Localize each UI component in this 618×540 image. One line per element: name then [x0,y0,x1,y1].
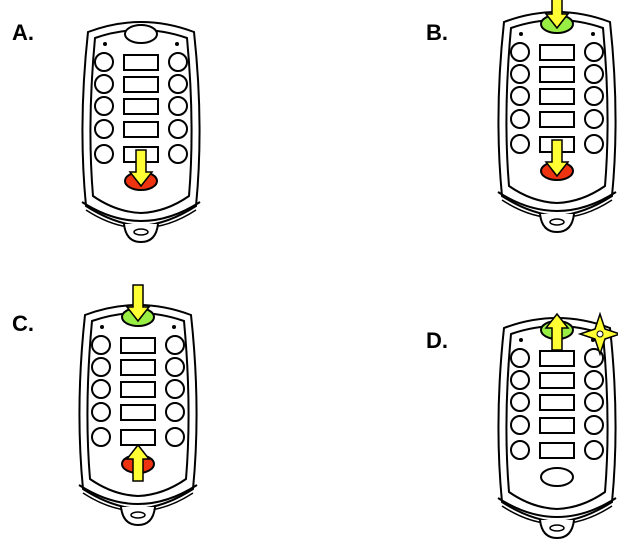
side-button-left [94,74,114,94]
panel-label-a: A. [12,20,34,45]
lanyard-hole [549,524,565,532]
side-button-right [168,74,188,94]
remote-bottom-edge [81,201,201,222]
center-key-rect [539,417,575,434]
bottom-oval-button [540,467,574,487]
indicator-dot-right [591,32,595,36]
center-key-rect [123,121,159,138]
side-button-right [165,402,185,422]
side-button-left [91,427,111,447]
panel-label-d: D. [426,328,448,353]
side-button-right [168,52,188,72]
side-button-left [510,109,530,129]
side-button-right [584,370,604,390]
side-button-left [510,86,530,106]
remote-control-a [81,21,201,244]
side-button-left [94,96,114,116]
center-key-rect [123,98,159,115]
center-key-rect [539,111,575,128]
panel-label-c: C. [12,311,34,336]
arrow-down-icon [544,0,570,30]
center-key-rect [539,442,575,459]
lanyard-hole [549,218,565,226]
arrow-up-icon [544,312,570,351]
side-button-right [584,134,604,154]
panel-label-b: B. [426,20,448,45]
side-button-left [510,134,530,154]
lanyard-hole [133,228,149,236]
center-key-rect [539,66,575,83]
side-button-left [510,348,530,368]
center-key-rect [539,44,575,61]
side-button-right [584,64,604,84]
side-button-right [165,335,185,355]
center-key-rect [539,394,575,411]
arrow-down-icon [544,139,570,178]
arrow-down-icon [125,284,151,323]
center-key-rect [123,54,159,71]
side-button-left [510,370,530,390]
side-button-right [168,96,188,116]
side-button-left [510,42,530,62]
indicator-dot-right [172,325,176,329]
remote-bottom-edge [78,484,198,505]
indicator-dot-left [519,32,523,36]
side-button-right [584,348,604,368]
side-button-left [510,392,530,412]
center-key-rect [120,429,156,446]
center-key-rect [539,372,575,389]
side-button-right [165,379,185,399]
remote-bottom-edge [497,191,617,212]
side-button-left [91,335,111,355]
side-button-left [91,357,111,377]
side-button-left [510,440,530,460]
side-button-left [94,144,114,164]
center-key-rect [539,88,575,105]
side-button-left [510,415,530,435]
side-button-left [94,119,114,139]
indicator-dot-right [175,42,179,46]
side-button-right [168,144,188,164]
side-button-right [165,427,185,447]
center-key-rect [120,337,156,354]
remote-bottom-edge [497,497,617,518]
center-key-rect [120,359,156,376]
remote-control-b [497,0,617,234]
center-key-rect [120,381,156,398]
side-button-right [584,415,604,435]
indicator-dot-left [519,338,523,342]
indicator-dot-left [100,325,104,329]
top-oval-button [124,24,158,44]
center-key-rect [120,404,156,421]
remote-control-c [78,284,198,527]
center-key-rect [539,350,575,367]
center-key-rect [123,76,159,93]
sparkle-center [596,330,604,338]
side-button-left [91,402,111,422]
arrow-up-icon [125,443,151,482]
lanyard-hole [130,511,146,519]
side-button-right [168,119,188,139]
side-button-right [584,392,604,412]
side-button-left [94,52,114,72]
side-button-right [584,86,604,106]
arrow-down-icon [128,149,154,188]
side-button-left [510,64,530,84]
side-button-right [165,357,185,377]
side-button-left [91,379,111,399]
indicator-dot-left [103,42,107,46]
side-button-right [584,440,604,460]
side-button-right [584,42,604,62]
side-button-right [584,109,604,129]
remote-control-d [497,311,618,540]
